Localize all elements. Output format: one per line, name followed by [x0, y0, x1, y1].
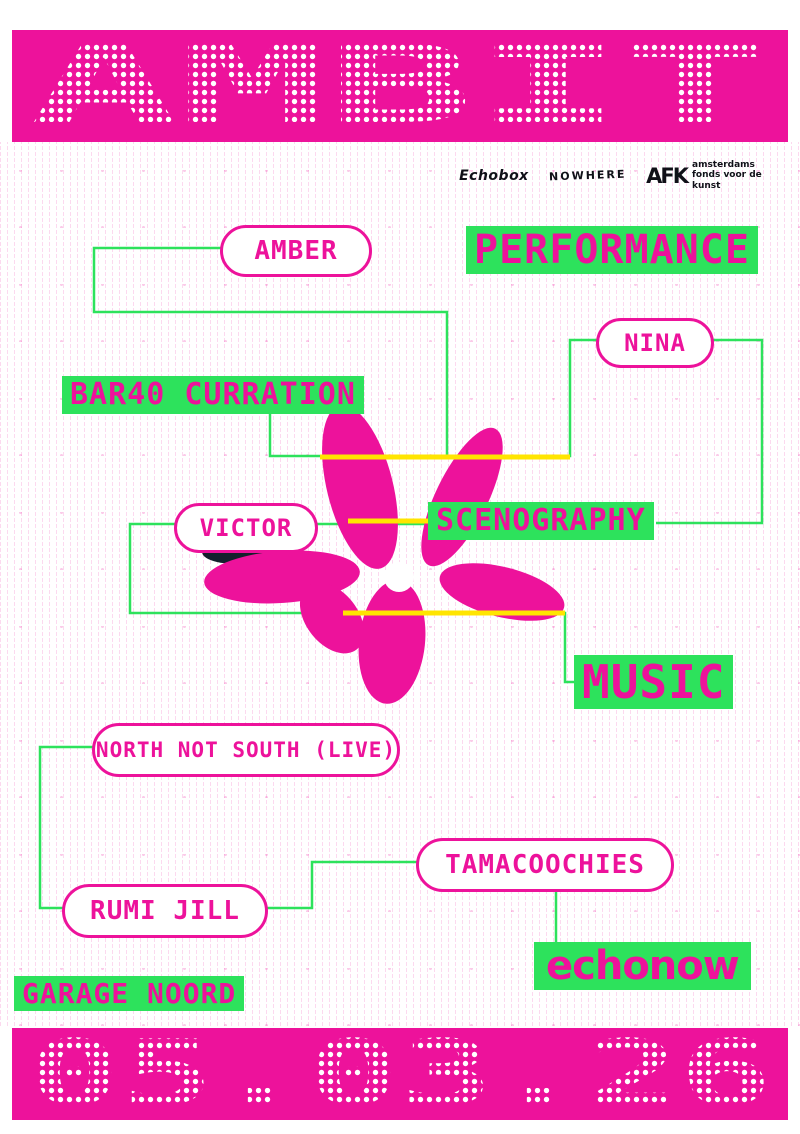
afk-logo: AFK amsterdams fonds voor de kunst: [646, 160, 764, 191]
afk-initials: AFK: [646, 163, 689, 188]
artist-pill-north-not-south: NORTH NOT SOUTH (LIVE): [92, 723, 400, 777]
dot-matrix-title: AMBIT: [30, 34, 770, 138]
tag-scenography: SCENOGRAPHY: [428, 502, 654, 540]
date-banner: 05.03.26: [12, 1028, 788, 1120]
dot-matrix-date: 05.03.26: [28, 1032, 772, 1116]
echobox-logo: Echobox: [459, 167, 529, 184]
tag-music: MUSIC: [574, 655, 734, 710]
title-banner: AMBIT: [12, 30, 788, 142]
poster-date-text: 05.03.26: [28, 1032, 772, 1116]
artist-pill-tamacoochies: TAMACOOCHIES: [416, 838, 674, 892]
artist-pill-rumi-jill: RUMI JILL: [62, 884, 268, 938]
sponsor-logos: Echobox NOWHERE AFK amsterdams fonds voo…: [459, 160, 764, 191]
nowhere-logo: NOWHERE: [548, 167, 627, 184]
echonow-brand: echonow: [534, 942, 751, 990]
artist-pill-victor: VICTOR: [174, 503, 318, 553]
tag-bar40-curration: BAR40 CURRATION: [62, 376, 364, 414]
artist-pill-amber: AMBER: [220, 225, 372, 277]
venue-label: GARAGE NOORD: [14, 976, 245, 1012]
tag-performance: PERFORMANCE: [466, 226, 758, 274]
poster-title-text: AMBIT: [30, 34, 770, 138]
artist-pill-nina: NINA: [596, 318, 714, 368]
afk-name: amsterdams fonds voor de kunst: [692, 160, 762, 191]
